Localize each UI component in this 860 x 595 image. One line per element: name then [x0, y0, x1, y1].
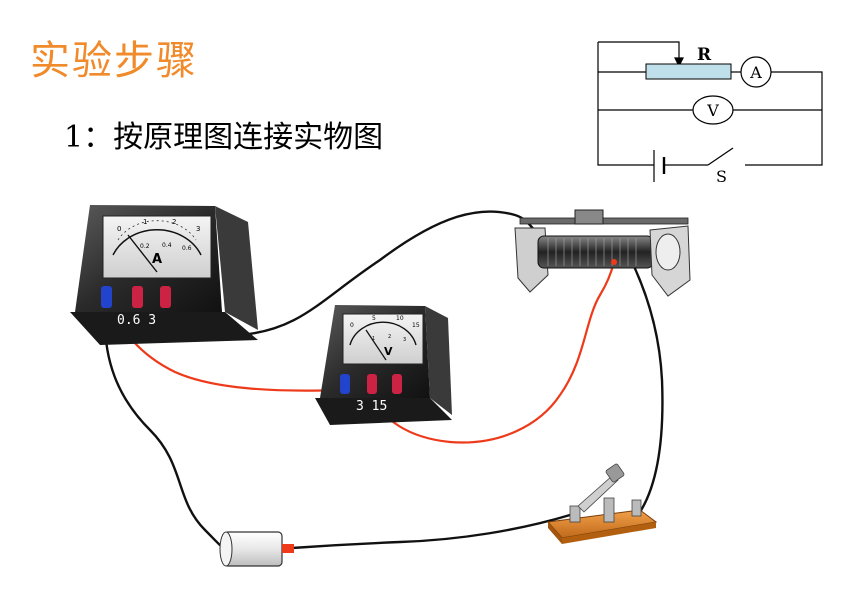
battery-body — [223, 531, 283, 567]
rheostat-terminal-bottom — [611, 259, 617, 265]
schematic-slider-arrow — [674, 57, 684, 68]
ammeter-scale-0: 0 — [117, 225, 121, 233]
schematic-switch-label: S — [716, 167, 727, 186]
voltmeter-needle — [365, 329, 387, 361]
switch-base-side-left — [548, 522, 562, 544]
schematic-ammeter-label: A — [749, 63, 762, 82]
ammeter-scale-lower-3: 0.6 — [182, 245, 192, 252]
ammeter-symbol: A — [152, 252, 162, 267]
wire-rheostat-to-switch — [630, 260, 664, 514]
rheostat-rail — [519, 217, 689, 225]
voltmeter-scale-0: 0 — [350, 322, 354, 329]
wire-ammeter-to-battery — [103, 298, 230, 554]
ammeter-scale-2: 2 — [172, 218, 176, 226]
ammeter-scale-lower-1: 0.2 — [140, 243, 150, 250]
ammeter: A 0 1 2 3 0.2 0.4 0.6 0.6 3 — [70, 205, 258, 345]
ammeter-scale-3: 3 — [196, 225, 200, 233]
circuit-schematic — [597, 41, 823, 182]
voltmeter-scale-10: 10 — [396, 315, 404, 322]
schematic-switch-blade — [707, 147, 734, 166]
ammeter-terminal-negative — [101, 286, 112, 308]
rheostat — [514, 209, 691, 297]
rheostat-coil-windings — [547, 238, 637, 266]
voltmeter: V 0 5 10 15 1 2 3 3 15 — [315, 305, 452, 425]
rheostat-right-cap — [655, 233, 681, 271]
switch-left-post — [569, 505, 581, 523]
step-1-text: 1：按原理图连接实物图 — [64, 120, 384, 155]
voltmeter-scale-15: 15 — [412, 322, 420, 329]
voltmeter-terminal-15 — [392, 374, 402, 394]
switch-middle-post — [603, 497, 615, 523]
ammeter-scale-arc — [112, 229, 202, 256]
switch-blade — [577, 475, 619, 513]
ammeter-scale-ticks — [117, 220, 197, 241]
switch-base-side-front — [562, 522, 656, 544]
schematic-slider-wire — [598, 41, 680, 62]
battery-left-cap — [219, 531, 233, 567]
ammeter-side — [215, 206, 258, 330]
voltmeter-symbol: V — [384, 345, 393, 358]
schematic-resistor-label: R — [697, 45, 712, 65]
voltmeter-scale-lower-3: 3 — [403, 337, 406, 343]
ammeter-face — [102, 215, 212, 279]
switch-right-post — [631, 499, 642, 517]
voltmeter-scale-5: 5 — [372, 315, 376, 322]
page-title: 实验步骤 — [30, 38, 198, 84]
battery — [219, 531, 294, 567]
schematic-resistor — [645, 63, 732, 80]
schematic-ammeter — [740, 56, 772, 88]
voltmeter-terminal-3 — [367, 374, 377, 394]
schematic-voltmeter — [692, 95, 734, 125]
voltmeter-scale-arc — [349, 321, 417, 346]
voltmeter-terminal-labels: 3 15 — [356, 399, 387, 414]
battery-positive-terminal — [282, 544, 294, 553]
ammeter-base — [70, 312, 258, 345]
voltmeter-scale-lower-2: 2 — [388, 334, 391, 340]
ammeter-scale-1: 1 — [143, 218, 147, 226]
ammeter-scale-lower-2: 0.4 — [162, 242, 172, 249]
rheostat-slider — [574, 209, 604, 225]
wire-switch-to-battery — [290, 513, 572, 550]
schematic-wire-left — [597, 42, 654, 166]
schematic-wire-right — [745, 71, 823, 166]
ammeter-needle — [127, 234, 158, 273]
wire-voltmeter-to-rheostat — [370, 260, 616, 444]
ammeter-terminal-3 — [160, 286, 171, 308]
switch-handle — [605, 463, 625, 483]
knife-switch — [547, 463, 658, 544]
voltmeter-base — [315, 398, 452, 425]
voltmeter-terminal-negative — [340, 374, 350, 394]
schematic-voltmeter-label: V — [706, 101, 719, 120]
ammeter-terminal-labels: 0.6 3 — [117, 313, 156, 328]
voltmeter-side — [425, 306, 452, 415]
ammeter-terminal-0-6 — [132, 286, 143, 308]
voltmeter-scale-lower-1: 1 — [372, 336, 375, 342]
